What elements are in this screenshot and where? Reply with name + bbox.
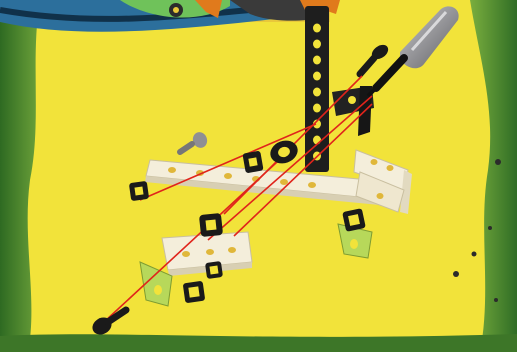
grass-bottom (0, 334, 517, 352)
square-nut-2 (242, 151, 263, 174)
square-nut-3 (199, 213, 223, 237)
square-nut (129, 181, 149, 201)
vertical-beam (305, 6, 329, 172)
square-nut-4 (342, 208, 366, 232)
square-nut-6 (205, 261, 223, 279)
square-nut-5 (183, 281, 206, 304)
